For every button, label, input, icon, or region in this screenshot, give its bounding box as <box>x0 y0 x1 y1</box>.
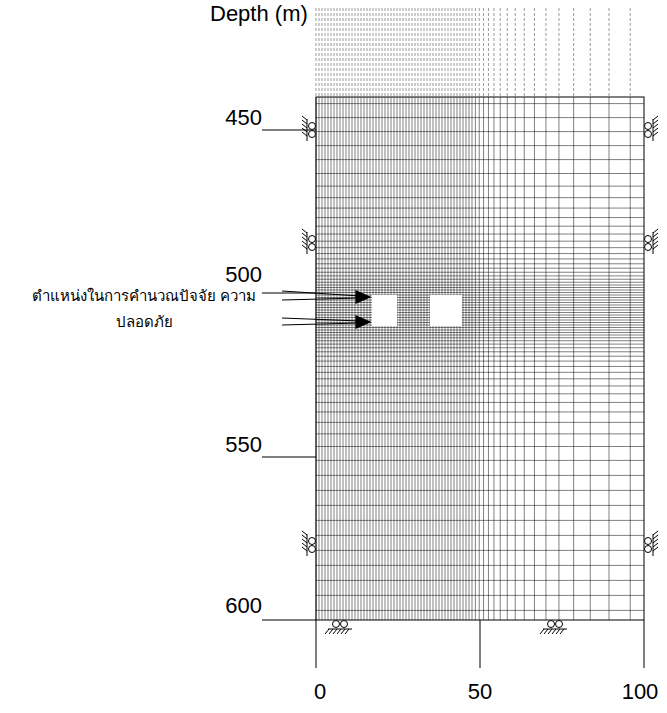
axis-value: 500 <box>225 263 262 287</box>
axis-title: Depth (m) <box>210 2 308 26</box>
mesh-lines <box>316 8 644 620</box>
axis-value: 600 <box>225 594 262 618</box>
roller-supports <box>302 116 658 634</box>
axis-ticks <box>262 130 644 668</box>
axis-value: 100 <box>622 680 659 704</box>
leader-arrows <box>282 291 370 328</box>
axis-value: 550 <box>225 433 262 457</box>
callout-note: ตำแหน่งในการคำนวณปัจจัย ความปลอดภัย <box>10 283 278 335</box>
axis-value: 0 <box>314 680 326 704</box>
opening <box>372 295 397 326</box>
axis-value: 50 <box>468 680 492 704</box>
mesh-boundary <box>316 97 644 620</box>
axis-value: 450 <box>225 106 262 130</box>
opening <box>430 295 462 326</box>
